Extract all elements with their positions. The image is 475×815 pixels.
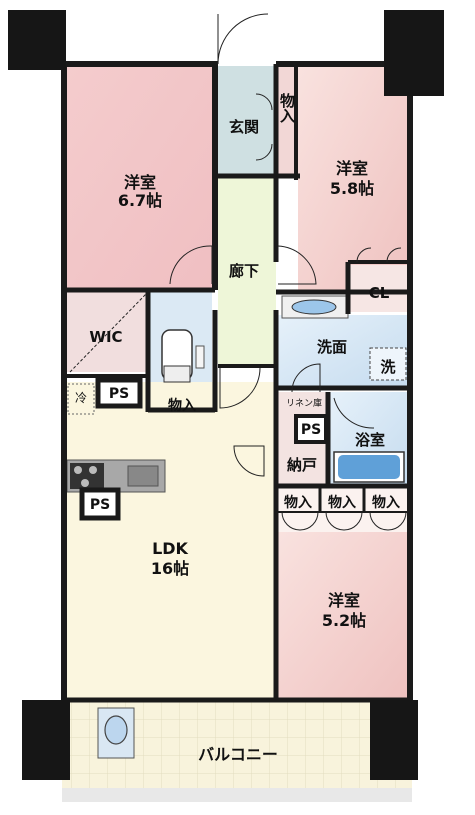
toilet-fixture — [161, 329, 205, 383]
closet-label: CL — [369, 284, 390, 302]
fridge-spot — [67, 383, 95, 415]
balcony — [62, 702, 412, 802]
wic-label: WIC — [89, 328, 122, 346]
closet — [350, 265, 408, 312]
wic-area — [67, 292, 147, 372]
bath-label: 浴室 — [355, 431, 385, 449]
ps-3-label: PS — [301, 422, 321, 438]
storage-a-label: 物入 — [284, 494, 312, 511]
storage-b-label: 物入 — [328, 494, 356, 511]
pillar-bottom-left — [22, 700, 70, 780]
western-3-name: 洋室 — [328, 591, 360, 610]
pillar-top-left — [8, 10, 66, 70]
ps-shaft-1 — [95, 377, 143, 409]
ps-2-label: PS — [90, 497, 110, 513]
washer-spot — [369, 347, 407, 381]
fridge-label: 冷 — [75, 391, 87, 405]
washroom-label: 洗面 — [317, 338, 347, 356]
storage-row — [278, 488, 408, 532]
linen-label: リネン庫 — [286, 397, 322, 409]
bathtub — [333, 451, 405, 483]
western-2-size: 5.8帖 — [330, 179, 374, 198]
corridor-label: 廊下 — [229, 262, 259, 280]
entrance-label: 玄関 — [229, 118, 259, 136]
western-1-size: 6.7帖 — [118, 191, 162, 210]
toilet-storage-label: 物入 — [168, 397, 196, 414]
balcony-label: バルコニー — [198, 745, 278, 764]
corridor — [218, 178, 276, 368]
closet-storage-label: 納戸 — [287, 456, 317, 474]
wash-basin — [281, 295, 349, 319]
entrance-area — [218, 66, 276, 178]
western-room-1 — [67, 66, 213, 288]
kitchen-counter — [66, 459, 166, 493]
door-swings — [69, 13, 407, 531]
entrance-storage — [276, 66, 296, 178]
ldk-size: 16帖 — [151, 559, 189, 578]
western-1-name: 洋室 — [124, 173, 156, 192]
ps-1-label: PS — [109, 386, 129, 402]
entrance-storage-label: 物入 — [278, 92, 296, 123]
washer-label: 洗 — [380, 358, 395, 376]
storage-c-label: 物入 — [372, 494, 400, 511]
western-3-size: 5.2帖 — [322, 611, 366, 630]
ldk-name: LDK — [152, 539, 188, 558]
ps-shaft-2 — [79, 487, 121, 521]
ldk-area — [67, 382, 274, 698]
western-room-3 — [278, 532, 408, 698]
pillar-top-right — [384, 10, 444, 96]
western-2-name: 洋室 — [336, 159, 368, 178]
pillar-bottom-right — [370, 700, 418, 780]
storage-partitions — [278, 488, 408, 513]
